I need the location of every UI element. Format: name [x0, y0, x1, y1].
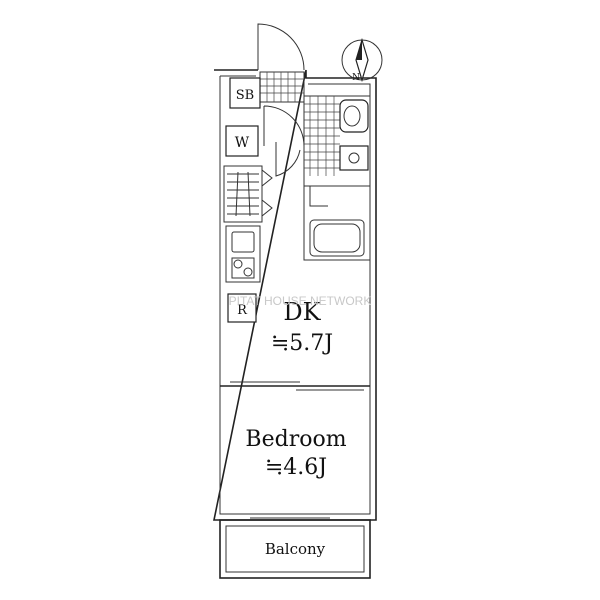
refrigerator: R [227, 293, 257, 323]
compass-north-label: N [352, 73, 360, 83]
bedroom-label: Bedroom [245, 427, 346, 452]
balcony-label: Balcony [265, 540, 326, 558]
kitchen-counter [225, 225, 261, 283]
shoe-box: SB [229, 77, 261, 109]
compass-icon: N [341, 37, 383, 83]
refrigerator-label: R [237, 303, 248, 318]
bedroom-area: ≒4.6J [265, 455, 327, 480]
washer: W [225, 125, 259, 157]
bathroom [303, 185, 371, 261]
washer-label: W [235, 135, 250, 151]
shoe-box-label: SB [236, 88, 254, 103]
storage-closet [223, 165, 273, 223]
genkan-tiles [259, 71, 305, 103]
hall-doors [263, 105, 305, 177]
dk-label: DK [283, 298, 321, 326]
entrance-door [257, 23, 305, 71]
balcony: Balcony [219, 519, 371, 579]
balcony-window [220, 513, 370, 519]
dk-area: ≒5.7J [271, 331, 333, 356]
outer-walls [213, 69, 377, 521]
watermark: PITAT HOUSE NETWORK [229, 294, 372, 308]
toilet-room [303, 95, 371, 187]
partition-sliding-door [220, 381, 370, 391]
